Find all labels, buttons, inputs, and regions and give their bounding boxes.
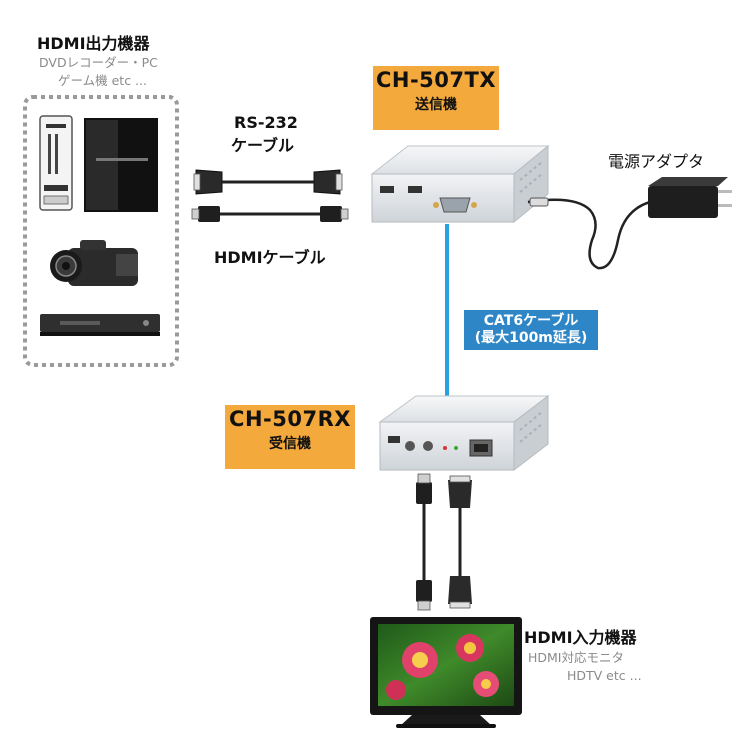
transmitter-badge: CH-507TX 送信機 xyxy=(373,66,499,130)
dvd-recorder-icon xyxy=(40,314,160,336)
rs232-label-line2: ケーブル xyxy=(231,136,295,155)
hdmi-cable-label: HDMIケーブル xyxy=(214,248,326,267)
transmitter-device xyxy=(370,144,550,224)
receiver-model: CH-507RX xyxy=(229,407,351,431)
display-line1: HDMI対応モニタ xyxy=(528,650,624,665)
transmitter-model: CH-507TX xyxy=(375,68,497,92)
receiver-role: 受信機 xyxy=(269,436,311,452)
cat6-label-line1: CAT6ケーブル xyxy=(483,313,579,329)
receiver-badge: CH-507RX 受信機 xyxy=(225,405,355,469)
source-devices-frame xyxy=(23,95,179,367)
camcorder-icon xyxy=(50,240,138,286)
power-adapter-label: 電源アダプタ xyxy=(608,152,705,171)
hdmi-cable-vertical-icon xyxy=(416,473,432,611)
tv-monitor-icon xyxy=(370,617,522,728)
source-line2: ゲーム機 etc ... xyxy=(58,73,147,88)
cat6-label: CAT6ケーブル (最大100m延長) xyxy=(464,310,598,350)
receiver-device xyxy=(378,394,550,472)
pc-tower-icon xyxy=(39,115,73,211)
display-title: HDMI入力機器 xyxy=(524,628,637,647)
source-title: HDMI出力機器 xyxy=(37,34,150,53)
game-console-icon xyxy=(84,118,158,212)
cat6-label-line2: (最大100m延長) xyxy=(474,330,588,346)
rs232-label-line1: RS-232 xyxy=(234,113,298,132)
transmitter-role: 送信機 xyxy=(415,97,457,113)
display-line2: HDTV etc ... xyxy=(567,668,642,683)
source-line1: DVDレコーダー・PC xyxy=(39,55,158,70)
power-adapter-icon xyxy=(527,177,732,270)
hdmi-cable-icon xyxy=(191,206,349,222)
rs232-cable-icon xyxy=(193,169,343,195)
serial-cable-vertical-icon xyxy=(448,475,472,609)
